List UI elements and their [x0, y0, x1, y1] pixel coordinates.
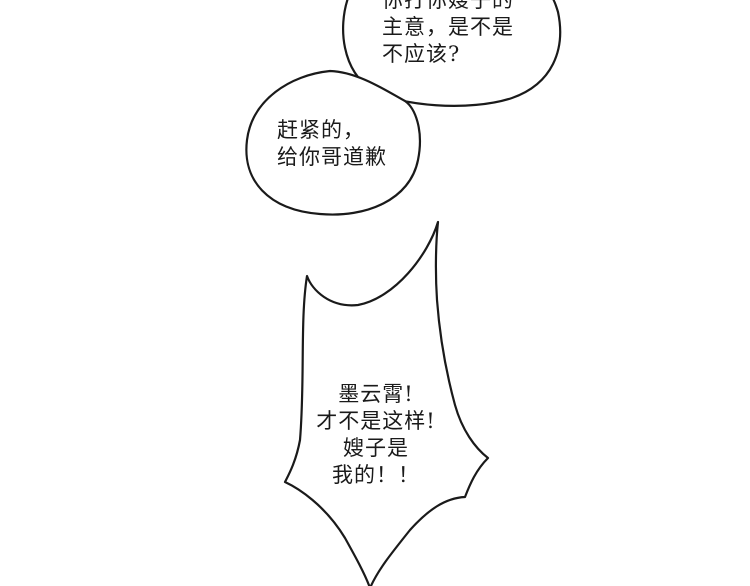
speech-text-middle: 赶紧的， 给你哥道歉	[277, 117, 387, 171]
speech-line: 不应该?	[382, 42, 461, 66]
shout-line: 嫂子是	[343, 436, 409, 460]
speech-bubble-top	[342, 0, 562, 107]
shout-line: 我的！！	[332, 463, 420, 487]
speech-line: 你打你嫂子的	[382, 0, 514, 12]
speech-line: 主意，是不是	[382, 15, 514, 39]
speech-text-top: 你打你嫂子的 主意，是不是 不应该?	[382, 0, 514, 68]
speech-line: 赶紧的，	[277, 118, 365, 142]
shout-line: 才不是这样!	[316, 409, 436, 433]
speech-line: 给你哥道歉	[277, 145, 387, 169]
shout-text: 墨云霄! 才不是这样! 嫂子是 我的！！	[312, 381, 440, 489]
shout-line: 墨云霄!	[338, 382, 414, 406]
shout-bubble	[283, 220, 490, 586]
speech-bubble-middle	[245, 69, 422, 216]
